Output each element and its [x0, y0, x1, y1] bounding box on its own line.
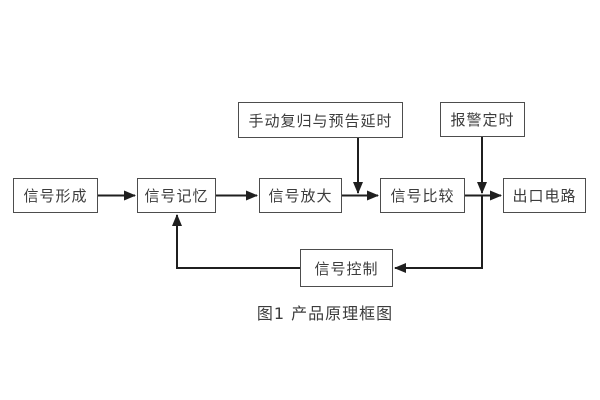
node-output-circuit: 出口电路 [503, 178, 586, 213]
node-signal-memory: 信号记忆 [137, 178, 216, 213]
node-alarm-timing: 报警定时 [440, 102, 525, 137]
node-manual-reset-delay: 手动复归与预告延时 [238, 102, 403, 138]
diagram-caption: 图1 产品原理框图 [256, 304, 394, 323]
connector-junction-to-control [394, 195, 483, 273]
connector-control-to-memory [172, 214, 300, 269]
node-signal-comparison: 信号比较 [380, 178, 465, 213]
node-signal-amplification: 信号放大 [259, 178, 342, 213]
node-signal-formation: 信号形成 [13, 178, 98, 213]
node-signal-control: 信号控制 [300, 249, 393, 287]
